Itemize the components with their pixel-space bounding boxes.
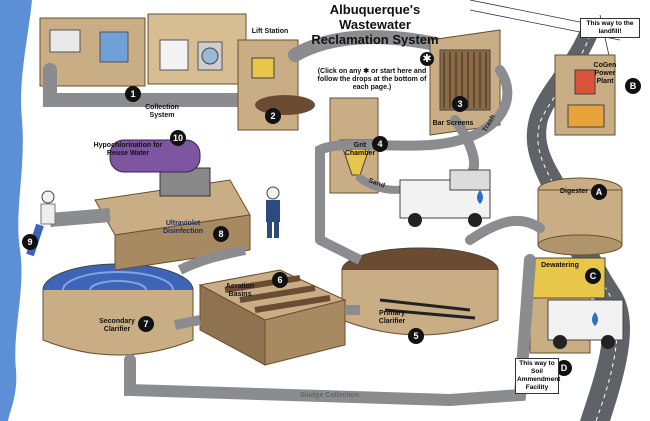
stage-label-cogen: CoGen Power Plant	[593, 62, 617, 85]
page-title: Albuquerque's Wastewater Reclamation Sys…	[311, 2, 439, 47]
stage-number-2[interactable]: 2	[265, 108, 281, 124]
worker-icon-left	[40, 190, 56, 225]
stage-number-10[interactable]: 10	[170, 130, 186, 146]
stage-number-7[interactable]: 7	[138, 316, 154, 332]
stage-number-1[interactable]: 1	[125, 86, 141, 102]
soil-amendment-sign: This way to Soil Ammendment Facility	[515, 358, 560, 394]
stage-label-primary: Primary Clarifier	[378, 310, 406, 325]
sludge-collection-pipe	[124, 254, 536, 407]
stage-number-9[interactable]: 9	[22, 234, 38, 250]
stage-letter-d[interactable]: D	[556, 360, 572, 376]
houses	[39, 13, 247, 87]
stage-label-grit: Grit Chamber	[344, 142, 376, 157]
landfill-sign: This way to the landfill!	[580, 18, 640, 38]
stage-label-aeration: Aeration Basins	[225, 283, 255, 298]
cogen-power-plant	[554, 54, 616, 136]
stage-label-screens: Bar Screens	[432, 120, 474, 127]
primary-clarifier	[341, 247, 499, 336]
stage-label-hypochlorination: Hypochlorination for Reuse Water	[93, 142, 163, 157]
secondary-clarifier	[42, 263, 194, 356]
reuse-water-tank	[109, 139, 201, 173]
aeration-basins	[198, 269, 347, 366]
aeration-to-secondary-pipe	[174, 315, 201, 330]
worker-icon	[266, 186, 280, 238]
stage-label-secondary: Secondary Clarifier	[99, 318, 135, 333]
secondary-to-uv-pipe	[177, 245, 246, 275]
stage-label-collection: Collection System	[145, 104, 179, 119]
lift-to-screens-pipe	[288, 30, 447, 62]
stage-label-uv: Ultraviolet Disinfection	[162, 220, 204, 235]
instructions-text: (Click on any ✱ or start here and follow…	[317, 68, 427, 91]
river	[0, 0, 32, 421]
stage-number-8[interactable]: 8	[213, 226, 229, 242]
stage-letter-a[interactable]: A	[591, 184, 607, 200]
sludge-to-digester-pipe	[465, 215, 545, 245]
grit-to-primary-pipe	[317, 235, 363, 265]
stage-label-digester: Digester	[559, 188, 588, 195]
bar-screens	[429, 29, 501, 136]
outfall-pipe	[49, 208, 111, 227]
asterisk-icon[interactable]: ✱	[420, 52, 434, 66]
tanker-truck-right	[547, 299, 624, 349]
stage-number-4[interactable]: 4	[372, 136, 388, 152]
stage-letter-b[interactable]: B	[625, 78, 641, 94]
stage-number-5[interactable]: 5	[408, 328, 424, 344]
screens-to-grit-pipe	[315, 65, 513, 245]
stage-label-lift: Lift Station	[251, 28, 289, 35]
stage-letter-c[interactable]: C	[585, 268, 601, 284]
collection-pipe	[43, 63, 277, 107]
tanker-truck-middle	[399, 169, 491, 227]
sludge-collection-label: Sludge Collection	[300, 392, 360, 399]
stage-number-6[interactable]: 6	[272, 272, 288, 288]
stage-number-3[interactable]: 3	[452, 96, 468, 112]
stage-label-dewatering: Dewatering	[541, 262, 579, 269]
